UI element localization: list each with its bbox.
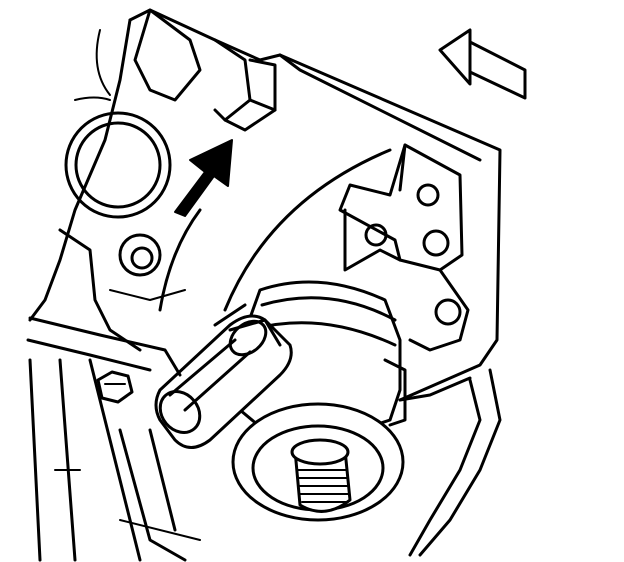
sensor-connector (154, 314, 293, 449)
round-boss (64, 111, 172, 219)
solid-arrow (174, 139, 233, 217)
outline-arrow (438, 28, 527, 100)
lower-casting (26, 316, 201, 562)
bolt-bosses (58, 228, 186, 352)
pulley-hub (231, 402, 405, 522)
casting-web (158, 148, 392, 327)
upper-casting (28, 8, 502, 402)
lower-right-edge (398, 368, 502, 557)
mounting-bracket (338, 143, 470, 352)
